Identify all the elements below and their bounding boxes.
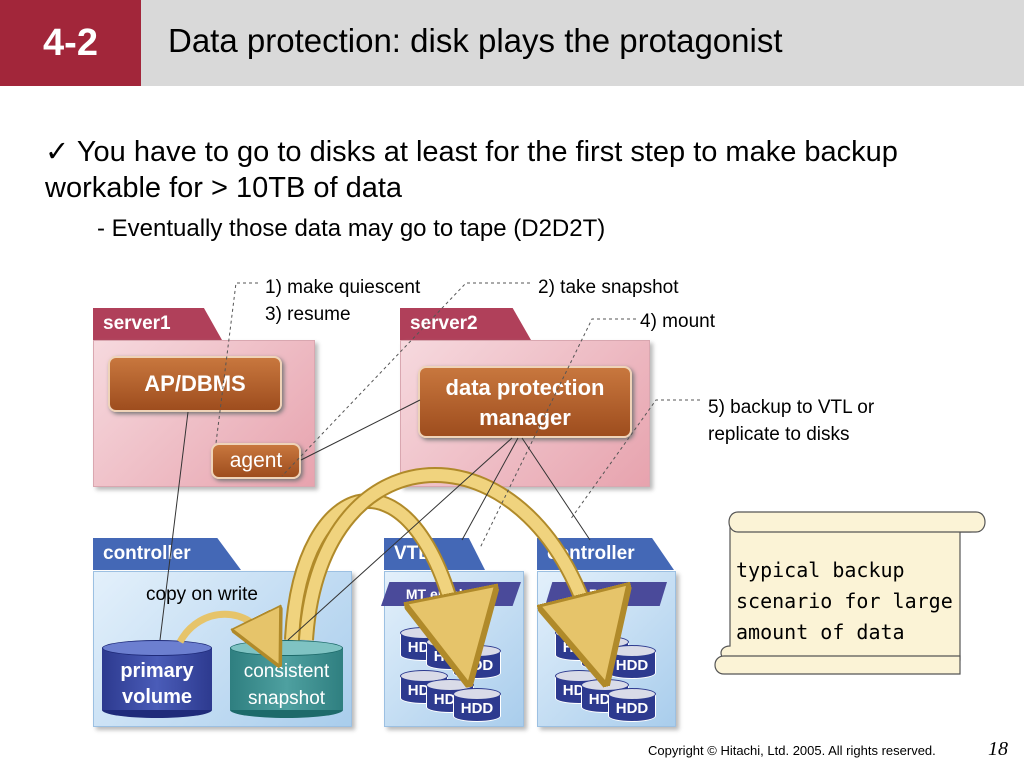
step5-label-line2: replicate to disks — [708, 424, 850, 445]
header-bar: 4-2 Data protection: disk plays the prot… — [0, 0, 1024, 86]
checkmark-icon: ✓ — [45, 136, 70, 168]
callout-step2 — [281, 282, 530, 477]
copyright: Copyright © Hitachi, Ltd. 2005. All righ… — [648, 743, 936, 758]
callout-step5 — [569, 399, 700, 521]
line-manager-to-raid — [521, 437, 591, 541]
controller1-tab: controller — [93, 538, 241, 570]
copy-on-write-label: copy on write — [146, 584, 258, 605]
page-number: 18 — [988, 738, 1008, 760]
step4-label: 4) mount — [640, 311, 715, 332]
step3-label: 3) resume — [265, 304, 351, 325]
slide-title: Data protection: disk plays the protagon… — [168, 22, 783, 59]
section-number: 4-2 — [0, 0, 141, 86]
scroll-note — [714, 511, 986, 675]
agent-box: agent — [211, 443, 301, 479]
sub-bullet: - Eventually those data may go to tape (… — [97, 215, 606, 242]
primary-volume-label: primary volume — [120, 660, 194, 708]
step5-label-line1: 5) backup to VTL or — [708, 397, 875, 418]
server2-tab: server2 — [400, 308, 531, 340]
server1-tab: server1 — [93, 308, 222, 340]
line-ap-to-agent — [159, 411, 189, 641]
bullet-text: You have to go to disks at least for the… — [45, 136, 898, 204]
step1-label: 1) make quiescent — [265, 277, 421, 298]
primary-volume-cylinder: primary volume — [102, 640, 212, 718]
line-manager-to-snapshot — [287, 437, 513, 641]
hdd-raid-6: HDD — [608, 688, 656, 722]
data-protection-manager-box: data protection manager — [418, 366, 632, 438]
ap-dbms-box: AP/DBMS — [108, 356, 282, 412]
step2-label: 2) take snapshot — [538, 277, 679, 298]
copy-on-write-arrow — [176, 614, 268, 642]
bullet-main: ✓ You have to go to disks at least for t… — [45, 134, 985, 206]
scroll-note-text: typical backup scenario for large amount… — [736, 558, 953, 644]
line-agent-to-manager — [300, 399, 421, 461]
callout-step4 — [479, 318, 636, 549]
callout-step1 — [215, 282, 258, 444]
line-manager-to-vtl — [461, 437, 519, 541]
